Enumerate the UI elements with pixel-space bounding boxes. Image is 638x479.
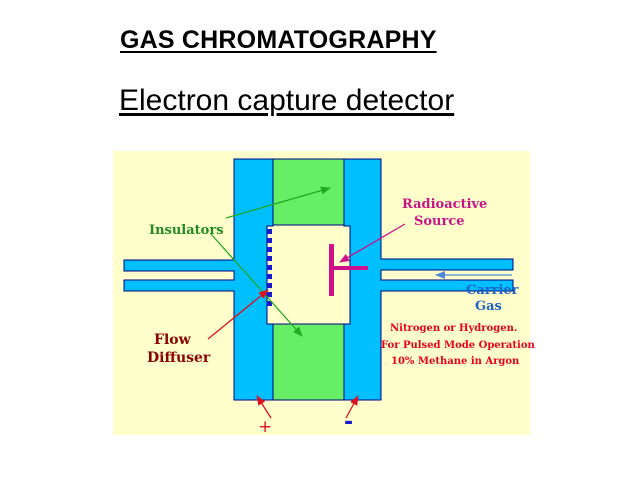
insulator-arrows bbox=[210, 186, 331, 337]
radioactive-source bbox=[329, 244, 368, 296]
carrier-gas-label-line1: Carrier bbox=[466, 283, 519, 298]
radioactive-source-label-line1: Radioactive bbox=[402, 197, 487, 212]
insulators-label: Insulators bbox=[149, 223, 224, 238]
carrier-gas-label-line2: Gas bbox=[475, 299, 502, 314]
gas-note-line2: For Pulsed Mode Operation bbox=[381, 340, 536, 351]
positive-terminal-label: + bbox=[258, 417, 272, 437]
insulator-bottom bbox=[272, 323, 345, 401]
right-electrode bbox=[343, 158, 514, 401]
radioactive-source-label-line2: Source bbox=[414, 214, 465, 229]
terminal-arrows bbox=[256, 395, 359, 419]
gas-note-line1: Nitrogen or Hydrogen. bbox=[390, 323, 517, 334]
left-electrode bbox=[123, 158, 274, 401]
flow-diffuser bbox=[267, 229, 272, 306]
gas-note-line3: 10% Methane in Argon bbox=[391, 356, 520, 367]
flow-diffuser-arrow bbox=[207, 289, 269, 340]
slide-title: GAS CHROMATOGRAPHY bbox=[120, 26, 437, 54]
flow-diffuser-label-line2: Diffuser bbox=[147, 350, 211, 366]
flow-diffuser-label-line1: Flow bbox=[154, 332, 192, 348]
radioactive-arrow bbox=[339, 223, 406, 263]
insulator-top bbox=[272, 158, 345, 226]
negative-terminal-label: - bbox=[344, 410, 353, 435]
slide-subtitle: Electron capture detector bbox=[119, 84, 455, 117]
